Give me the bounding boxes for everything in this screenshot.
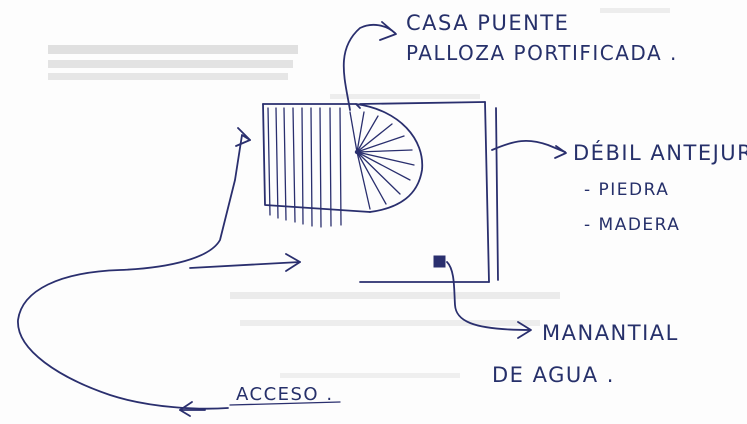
access-path [17, 127, 341, 417]
label-manantial: MANANTIAL [542, 321, 679, 345]
spring-marker [433, 255, 446, 268]
bleed-through-marks [48, 8, 670, 378]
manantial-leader [446, 261, 532, 339]
antejural-wall [359, 101, 499, 283]
label-casa-line2: PALLOZA PORTIFICADA . [406, 41, 678, 65]
label-acceso: ACCESO . [236, 384, 334, 405]
label-de-agua: DE AGUA . [492, 363, 615, 387]
debil-leader [491, 139, 567, 159]
radial-hatching [349, 111, 415, 210]
casa-leader [342, 21, 397, 111]
label-madera: - MADERA [584, 215, 680, 235]
palloza-building [262, 103, 424, 228]
label-debil-antejural: DÉBIL ANTEJURAL [573, 140, 747, 165]
hatching-lines [267, 107, 342, 228]
label-piedra: - PIEDRA [584, 180, 669, 200]
label-casa-line1: CASA PUENTE [406, 11, 569, 35]
